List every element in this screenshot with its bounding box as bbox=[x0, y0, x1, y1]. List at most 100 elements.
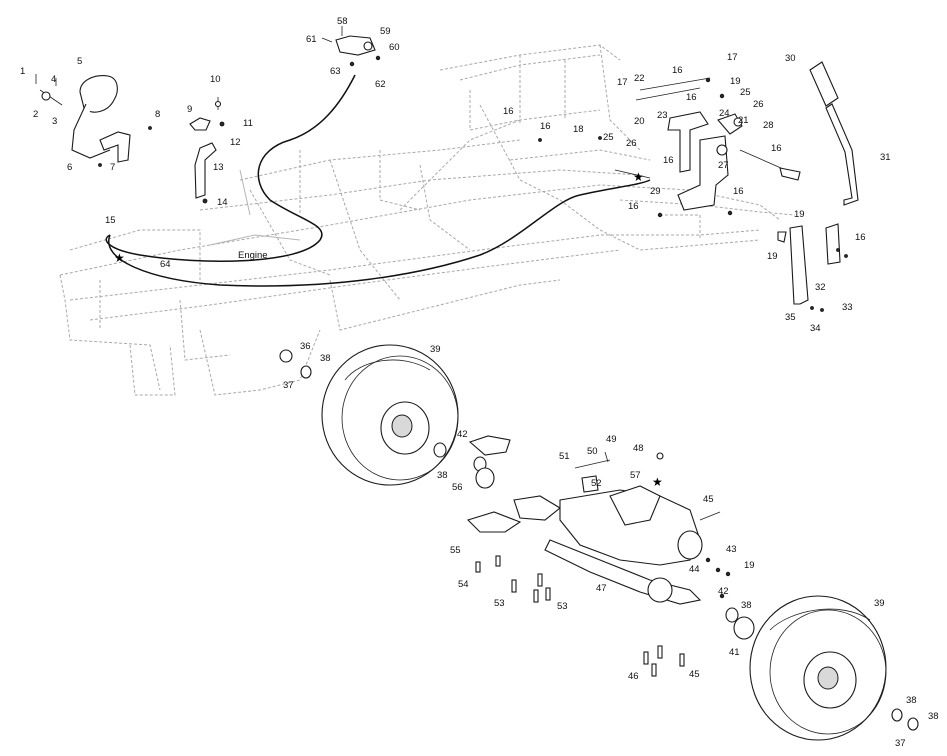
callout-37-b: 37 bbox=[895, 738, 906, 749]
callout-13: 13 bbox=[213, 162, 224, 173]
left-rear-wheel bbox=[321, 344, 459, 486]
callout-35: 35 bbox=[785, 312, 796, 323]
callout-53-a: 53 bbox=[494, 598, 505, 609]
callout-45-a: 45 bbox=[703, 494, 714, 505]
callout-5: 5 bbox=[77, 56, 82, 67]
lift-lever-assembly bbox=[777, 61, 859, 312]
callout-1: 1 bbox=[20, 66, 25, 77]
callout-39-left: 39 bbox=[430, 344, 441, 355]
tractor-frame bbox=[59, 44, 796, 396]
callout-38-d: 38 bbox=[906, 695, 917, 706]
callout-12: 12 bbox=[230, 137, 241, 148]
callout-10: 10 bbox=[210, 74, 221, 85]
callout-19-top: 19 bbox=[730, 76, 741, 87]
callout-48: 48 bbox=[633, 443, 644, 454]
callout-49: 49 bbox=[606, 434, 617, 445]
callout-15: 15 bbox=[105, 215, 116, 226]
callout-45-b: 45 bbox=[689, 669, 700, 680]
engine-label: Engine bbox=[238, 250, 268, 261]
callout-46: 46 bbox=[628, 671, 639, 682]
callout-11: 11 bbox=[243, 118, 253, 129]
callout-55: 55 bbox=[450, 545, 461, 556]
callout-7: 7 bbox=[110, 162, 115, 173]
callout-16-g: 16 bbox=[733, 186, 744, 197]
callout-16-b: 16 bbox=[686, 92, 697, 103]
callout-47: 47 bbox=[596, 583, 607, 594]
callout-20: 20 bbox=[634, 116, 645, 127]
callout-4: 4 bbox=[51, 74, 56, 85]
callout-16-c: 16 bbox=[503, 106, 514, 117]
control-bracket-assembly bbox=[148, 97, 225, 204]
callout-2: 2 bbox=[33, 109, 38, 120]
callout-3: 3 bbox=[52, 116, 57, 127]
callout-31: 31 bbox=[880, 152, 891, 163]
callout-59: 59 bbox=[380, 26, 391, 37]
callout-17: 17 bbox=[617, 77, 628, 88]
callout-18: 18 bbox=[573, 124, 584, 135]
brake-pedal-assembly bbox=[35, 74, 131, 167]
callout-16-top: 16 bbox=[672, 65, 683, 76]
callout-38-a: 38 bbox=[320, 353, 331, 364]
right-rear-wheel bbox=[749, 595, 887, 741]
callout-30: 30 bbox=[785, 53, 796, 64]
callout-36: 36 bbox=[300, 341, 311, 352]
callout-29: 29 bbox=[650, 186, 661, 197]
callout-52: 52 bbox=[591, 478, 602, 489]
callout-39-right: 39 bbox=[874, 598, 885, 609]
callout-57: 57 bbox=[630, 470, 641, 481]
callout-8: 8 bbox=[155, 109, 160, 120]
throttle-control-top bbox=[321, 26, 381, 67]
callout-21: 21 bbox=[738, 115, 749, 126]
callout-27: 27 bbox=[718, 160, 729, 171]
callout-33: 33 bbox=[842, 302, 853, 313]
callout-16-f: 16 bbox=[663, 155, 674, 166]
callout-16-h: 16 bbox=[628, 201, 639, 212]
callout-26-top: 26 bbox=[753, 99, 764, 110]
star-marker-linkage: ★ bbox=[633, 170, 644, 184]
callout-61: 61 bbox=[306, 34, 317, 45]
callout-17-top: 17 bbox=[727, 52, 738, 63]
callout-19-lever-a: 19 bbox=[794, 209, 805, 220]
callout-56: 56 bbox=[452, 482, 463, 493]
callout-37-a: 37 bbox=[283, 380, 294, 391]
callout-60: 60 bbox=[389, 42, 400, 53]
wheel-hardware bbox=[279, 349, 919, 731]
callout-64: 64 bbox=[160, 259, 171, 270]
callout-6: 6 bbox=[67, 162, 72, 173]
callout-34: 34 bbox=[810, 323, 821, 334]
callout-26: 26 bbox=[626, 138, 637, 149]
lift-linkage-assembly bbox=[538, 77, 801, 218]
callout-28: 28 bbox=[763, 120, 774, 131]
throttle-cable bbox=[105, 74, 651, 287]
callout-24: 24 bbox=[719, 108, 730, 119]
callout-19-axle: 19 bbox=[744, 560, 755, 571]
callout-44: 44 bbox=[689, 564, 700, 575]
transaxle-assembly bbox=[466, 435, 731, 605]
callout-54: 54 bbox=[458, 579, 469, 590]
callout-16-i: 16 bbox=[855, 232, 866, 243]
callout-19-lever-b: 19 bbox=[767, 251, 778, 262]
callout-14: 14 bbox=[217, 197, 228, 208]
callout-53-b: 53 bbox=[557, 601, 568, 612]
callout-9: 9 bbox=[187, 104, 192, 115]
callout-42-b: 42 bbox=[718, 586, 729, 597]
callout-16-d: 16 bbox=[540, 121, 551, 132]
callout-50: 50 bbox=[587, 446, 598, 457]
callout-41: 41 bbox=[729, 647, 740, 658]
callout-38-c: 38 bbox=[741, 600, 752, 611]
callout-25: 25 bbox=[603, 132, 614, 143]
mounting-bolts bbox=[475, 555, 685, 677]
callout-38-b: 38 bbox=[437, 470, 448, 481]
callout-62: 62 bbox=[375, 79, 386, 90]
callout-25-top: 25 bbox=[740, 87, 751, 98]
callout-16-e: 16 bbox=[771, 143, 782, 154]
callout-42-a: 42 bbox=[457, 429, 468, 440]
star-marker-cable: ★ bbox=[114, 251, 125, 265]
callout-63: 63 bbox=[330, 66, 341, 77]
callout-32: 32 bbox=[815, 282, 826, 293]
callout-23: 23 bbox=[657, 110, 668, 121]
callout-51: 51 bbox=[559, 451, 570, 462]
callout-38-e: 38 bbox=[928, 711, 939, 722]
callout-43: 43 bbox=[726, 544, 737, 555]
